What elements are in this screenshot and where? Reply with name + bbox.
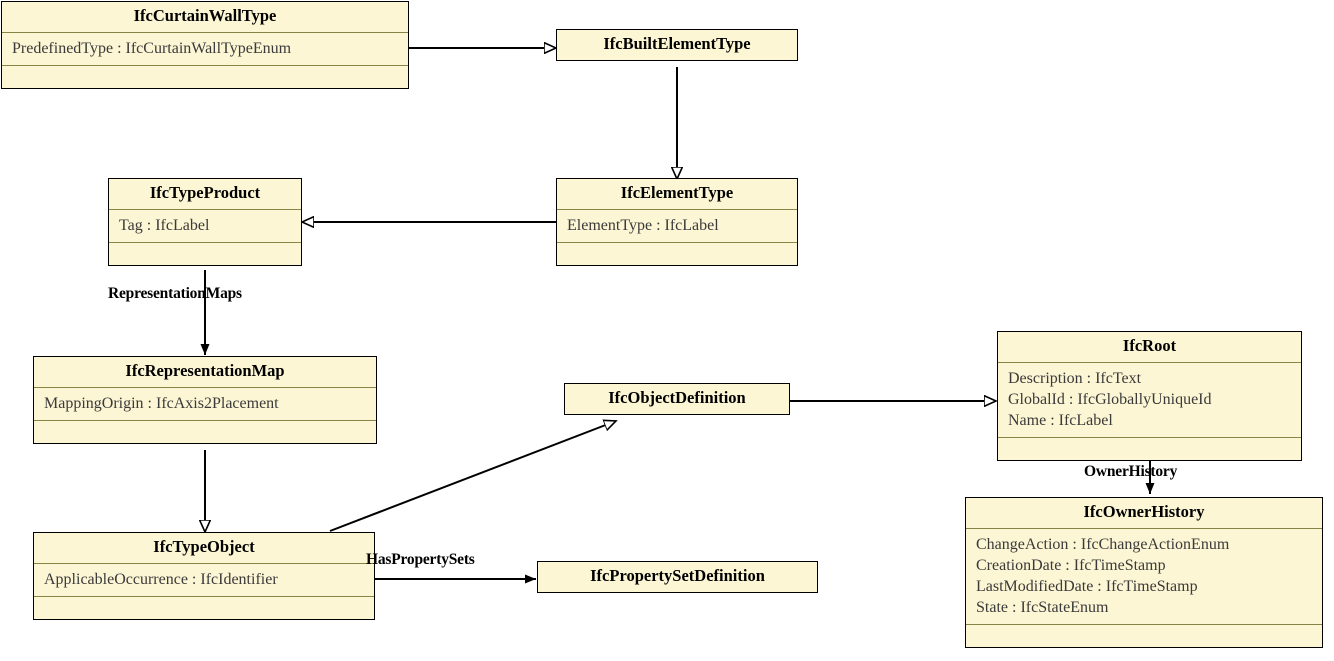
class-attributes: Tag : IfcLabel bbox=[109, 208, 301, 242]
class-box-ifcpropertysetdefinition[interactable]: IfcPropertySetDefinition bbox=[537, 561, 818, 593]
edge-typeobject-to-objectdefinition bbox=[329, 421, 616, 532]
class-title: IfcPropertySetDefinition bbox=[590, 566, 765, 585]
class-attributes: PredefinedType : IfcCurtainWallTypeEnum bbox=[2, 31, 408, 65]
edge-label-representation-maps: RepresentationMaps bbox=[108, 285, 242, 302]
class-operations-section bbox=[966, 624, 1322, 647]
class-title: IfcTypeObject bbox=[153, 537, 255, 556]
class-attributes: ElementType : IfcLabel bbox=[557, 208, 797, 242]
class-box-ifcrepresentationmap[interactable]: IfcRepresentationMap MappingOrigin : Ifc… bbox=[33, 356, 377, 445]
class-title: IfcRoot bbox=[1122, 336, 1177, 355]
class-attributes: ChangeAction : IfcChangeActionEnum Creat… bbox=[966, 527, 1322, 624]
attribute-row: PredefinedType : IfcCurtainWallTypeEnum bbox=[12, 39, 292, 57]
attribute-row: ElementType : IfcLabel bbox=[567, 216, 719, 234]
class-title: IfcCurtainWallType bbox=[133, 6, 277, 25]
class-operations-section bbox=[34, 596, 374, 619]
class-title: IfcElementType bbox=[620, 183, 734, 202]
class-box-ifcroot[interactable]: IfcRoot Description : IfcText GlobalId :… bbox=[997, 331, 1302, 462]
attribute-row: State : IfcStateEnum bbox=[976, 599, 1109, 617]
class-title: IfcObjectDefinition bbox=[608, 388, 746, 407]
class-box-ifcbuiltelementtype[interactable]: IfcBuiltElementType bbox=[556, 29, 798, 61]
class-title: IfcBuiltElementType bbox=[603, 34, 751, 53]
class-attributes: Description : IfcText GlobalId : IfcGlob… bbox=[998, 361, 1301, 437]
edge-label-owner-history: OwnerHistory bbox=[1084, 463, 1178, 480]
class-box-ifcelementtype[interactable]: IfcElementType ElementType : IfcLabel bbox=[556, 178, 798, 267]
class-attributes: MappingOrigin : IfcAxis2Placement bbox=[34, 386, 376, 420]
attribute-row: MappingOrigin : IfcAxis2Placement bbox=[44, 394, 279, 412]
attribute-row: ApplicableOccurrence : IfcIdentifier bbox=[44, 570, 278, 588]
class-operations-section bbox=[2, 65, 408, 88]
attribute-row: Description : IfcText bbox=[1008, 369, 1142, 387]
class-box-ifcownerhistory[interactable]: IfcOwnerHistory ChangeAction : IfcChange… bbox=[965, 497, 1323, 649]
class-title: IfcTypeProduct bbox=[149, 183, 261, 202]
class-attributes: ApplicableOccurrence : IfcIdentifier bbox=[34, 562, 374, 596]
class-operations-section bbox=[557, 242, 797, 265]
class-title: IfcOwnerHistory bbox=[1083, 502, 1205, 521]
class-title: IfcRepresentationMap bbox=[125, 361, 285, 380]
class-operations-section bbox=[109, 242, 301, 265]
attribute-row: CreationDate : IfcTimeStamp bbox=[976, 557, 1166, 575]
attribute-row: LastModifiedDate : IfcTimeStamp bbox=[976, 578, 1198, 596]
attribute-row: Tag : IfcLabel bbox=[119, 216, 210, 234]
class-box-ifctypeproduct[interactable]: IfcTypeProduct Tag : IfcLabel bbox=[108, 178, 302, 267]
class-box-ifccurtainwalltype[interactable]: IfcCurtainWallType PredefinedType : IfcC… bbox=[1, 1, 409, 90]
class-operations-section bbox=[34, 420, 376, 443]
attribute-row: GlobalId : IfcGloballyUniqueId bbox=[1008, 391, 1212, 409]
class-box-ifcobjectdefinition[interactable]: IfcObjectDefinition bbox=[564, 383, 790, 415]
attribute-row: ChangeAction : IfcChangeActionEnum bbox=[976, 535, 1230, 553]
class-operations-section bbox=[998, 437, 1301, 460]
class-box-ifctypeobject[interactable]: IfcTypeObject ApplicableOccurrence : Ifc… bbox=[33, 532, 375, 621]
edge-label-has-property-sets: HasPropertySets bbox=[366, 551, 475, 568]
attribute-row: Name : IfcLabel bbox=[1008, 412, 1113, 430]
